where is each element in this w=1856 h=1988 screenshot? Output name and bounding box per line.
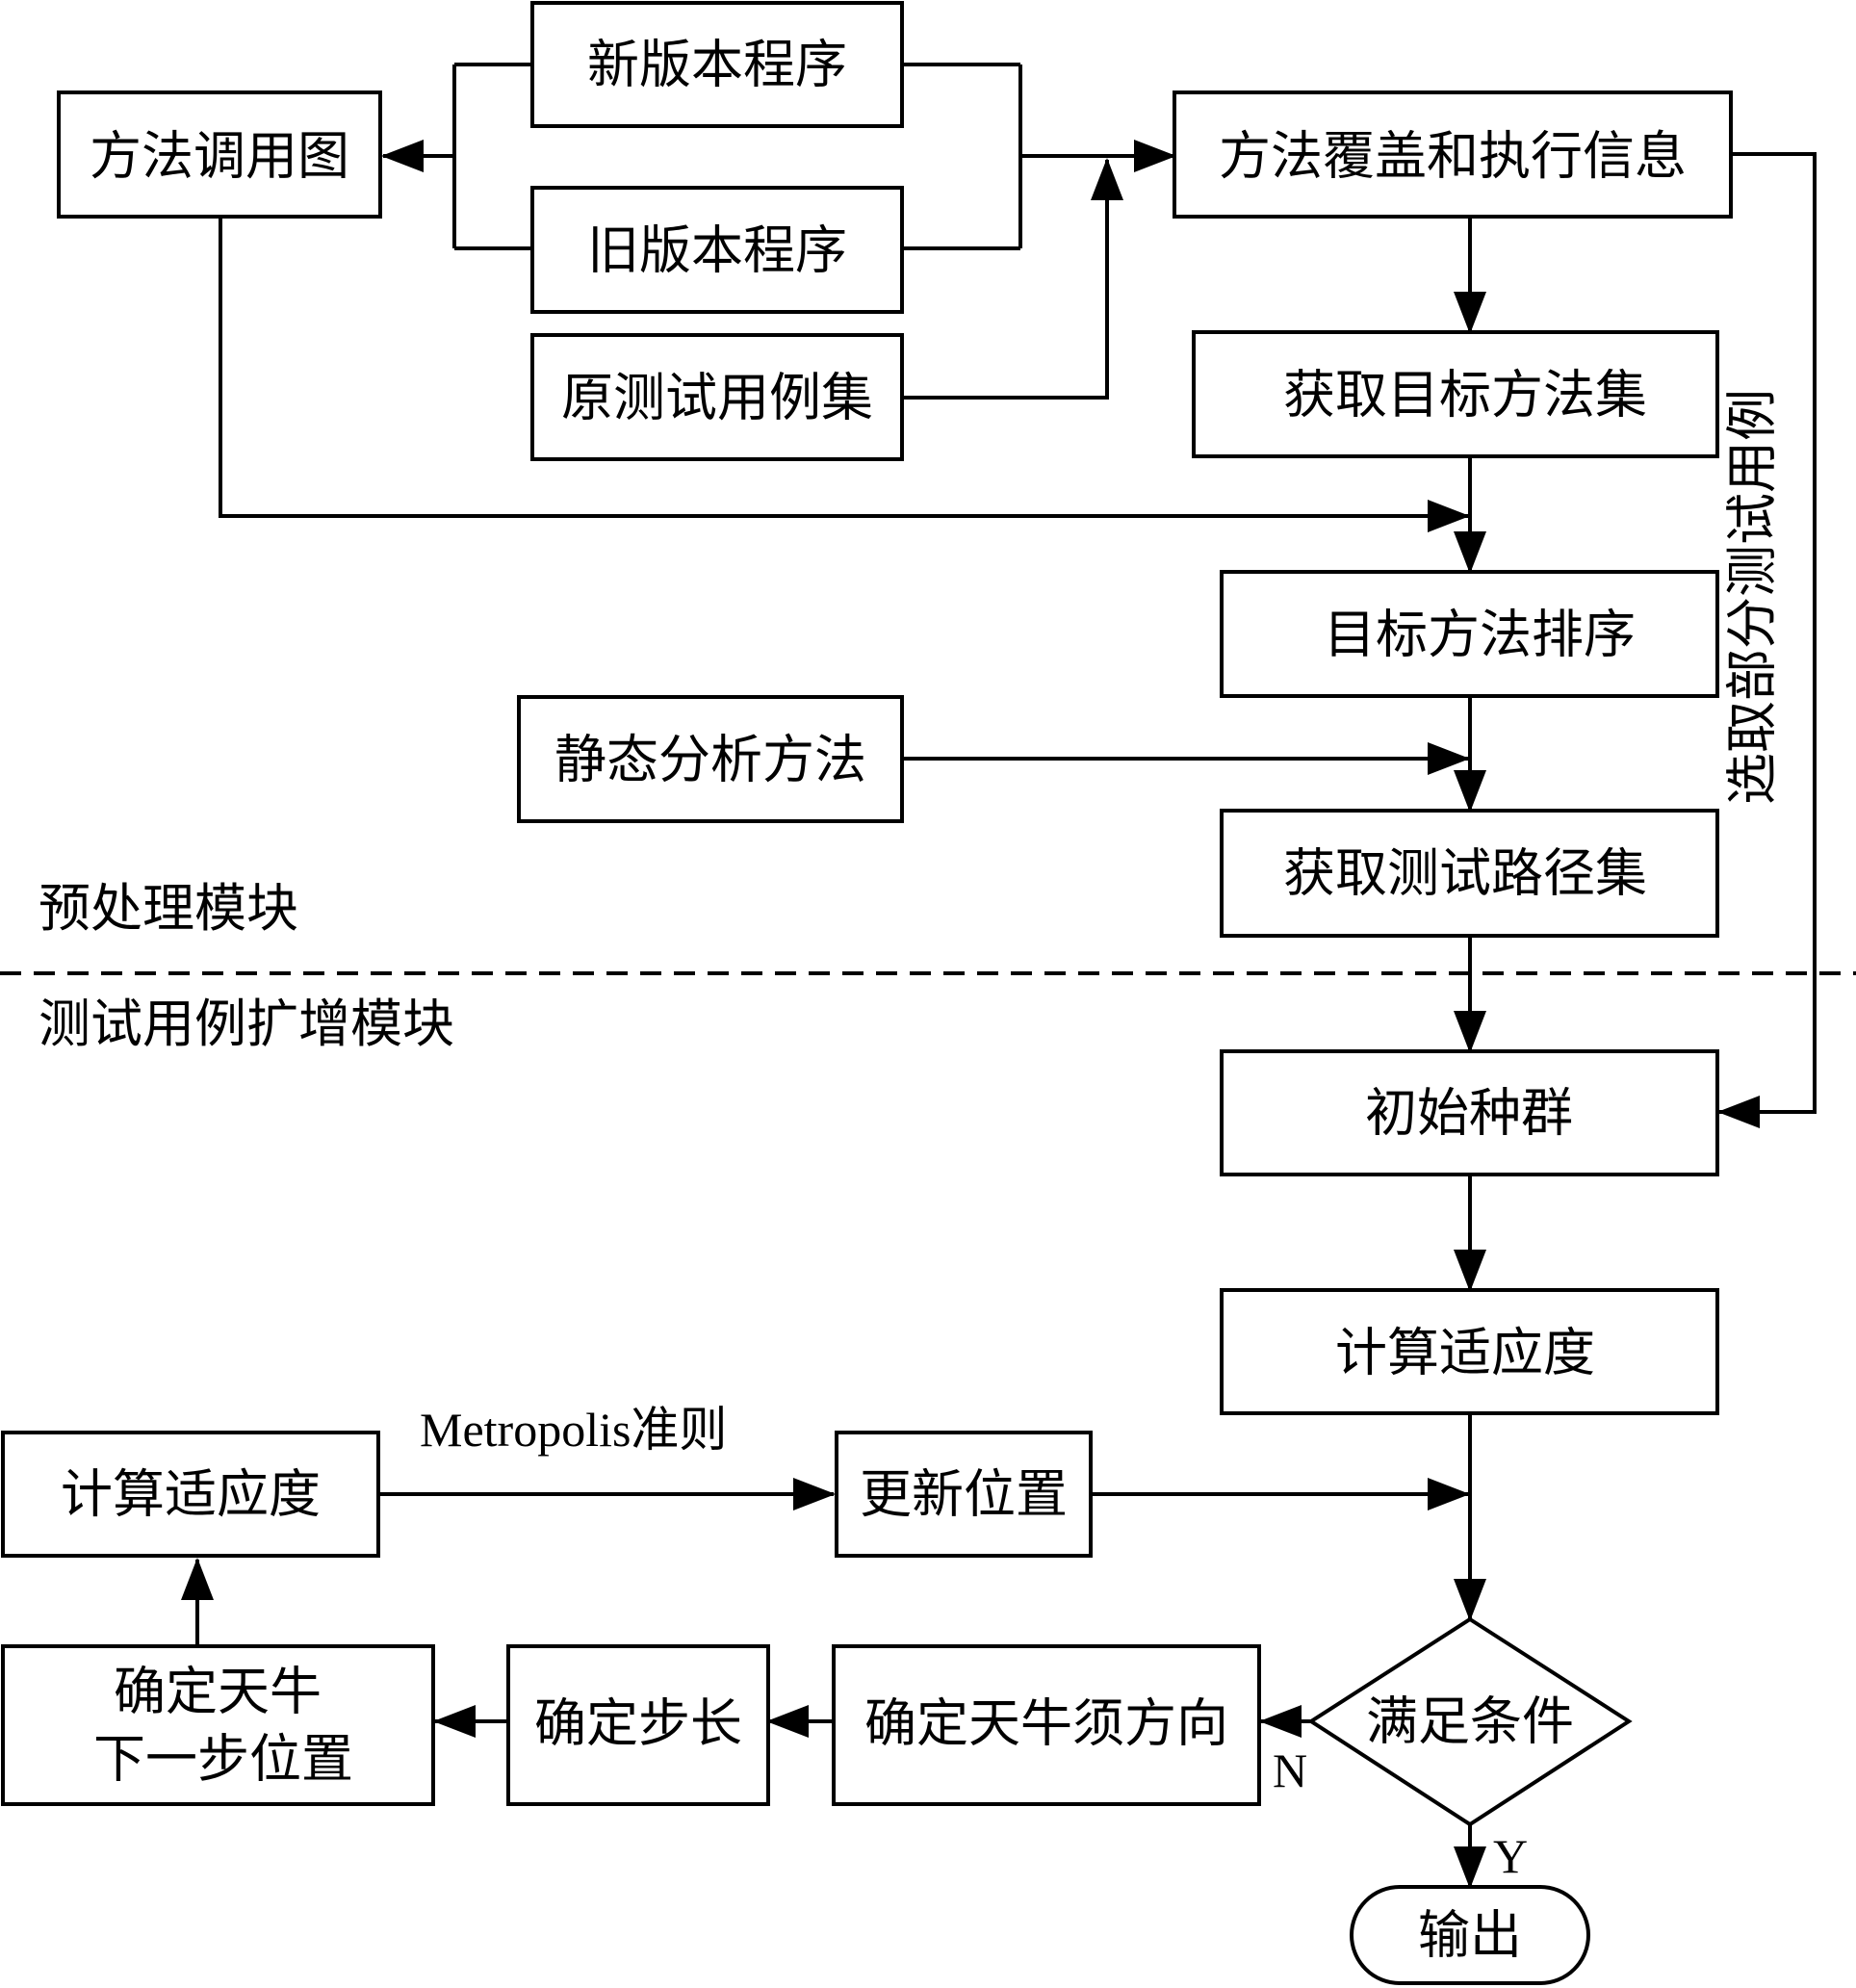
update-position-label: 更新位置 [860,1464,1068,1525]
condition-label: 满足条件 [1366,1691,1574,1752]
arrow [902,158,1123,400]
calc-fitness-label: 计算适应度 [1335,1323,1595,1383]
original-tests-label: 原测试用例集 [561,368,873,428]
new-program-box: 新版本程序 [530,1,904,128]
step-length-label: 确定步长 [534,1693,742,1754]
new-program-label: 新版本程序 [587,35,847,95]
sort-target-methods-label: 目标方法排序 [1324,605,1636,665]
step-length-box: 确定步长 [506,1644,770,1806]
sort-target-methods-box: 目标方法排序 [1220,570,1719,698]
connectors [181,63,1817,1889]
antenna-direction-label: 确定天牛须方向 [864,1693,1228,1754]
preprocessing-module-label: 预处理模块 [39,878,298,939]
next-position-box: 确定天牛 下一步位置 [1,1644,435,1806]
expansion-module-label: 测试用例扩增模块 [39,994,454,1054]
get-target-methods-label: 获取目标方法集 [1283,365,1647,426]
output-terminal: 输出 [1350,1885,1590,1985]
coverage-info-label: 方法覆盖和执行信息 [1219,126,1687,187]
get-test-paths-label: 获取测试路径集 [1283,843,1647,904]
old-program-box: 旧版本程序 [530,186,904,314]
yes-branch-label: Y [1493,1829,1528,1883]
output-label: 输出 [1418,1905,1522,1966]
next-position-label-line1: 确定天牛 [114,1662,322,1722]
old-program-label: 旧版本程序 [587,220,847,281]
metropolis-label: Metropolis准则 [420,1403,727,1457]
calc-fitness-box: 计算适应度 [1220,1288,1719,1415]
call-graph-label: 方法调用图 [90,126,349,187]
get-test-paths-box: 获取测试路径集 [1220,809,1719,938]
static-analysis-label: 静态分析方法 [554,730,866,790]
initial-population-box: 初始种群 [1220,1049,1719,1176]
update-position-box: 更新位置 [835,1431,1093,1558]
call-graph-box: 方法调用图 [57,90,382,219]
static-analysis-box: 静态分析方法 [517,695,904,823]
initial-population-label: 初始种群 [1365,1083,1573,1144]
arrow [219,217,1470,532]
arrow [1717,152,1817,1128]
coverage-info-box: 方法覆盖和执行信息 [1173,90,1733,219]
get-target-methods-box: 获取目标方法集 [1192,330,1719,458]
antenna-direction-box: 确定天牛须方向 [832,1644,1261,1806]
original-tests-box: 原测试用例集 [530,333,904,461]
select-tests-label: 选取部分测试用例 [1722,389,1783,805]
calc-fitness-side-box: 计算适应度 [1,1431,380,1558]
no-branch-label: N [1273,1743,1307,1797]
next-position-label-line2: 下一步位置 [93,1729,353,1790]
condition-diamond: 满足条件 [1307,1616,1633,1827]
calc-fitness-side-label: 计算适应度 [61,1464,321,1525]
